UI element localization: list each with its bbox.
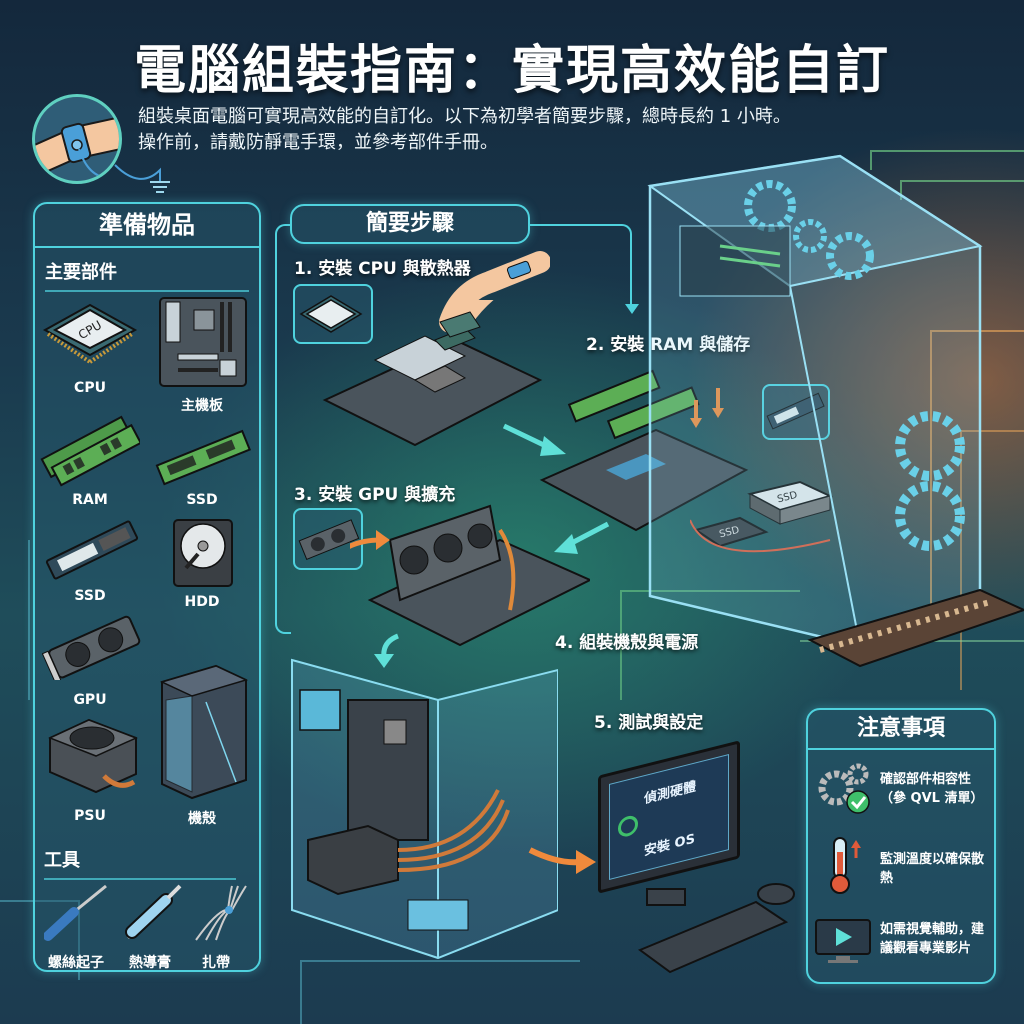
circuit-trace (620, 590, 800, 700)
notes-panel-title: 注意事項 (808, 710, 994, 750)
cable-ties-icon (195, 885, 247, 941)
ssd-drives-illustration: SSD SSD (690, 480, 833, 553)
component-label-cpu: CPU (74, 380, 106, 396)
component-label-motherboard: 主機板 (181, 398, 223, 414)
arrow-right-down-icon (502, 423, 566, 456)
arrow-left-down-icon (554, 521, 610, 554)
step-3-label: 3. 安裝 GPU 與擴充 (294, 485, 456, 505)
connector-line (275, 224, 291, 634)
component-label-ssd: SSD (186, 492, 218, 508)
motherboard-icon (159, 297, 247, 387)
intro-text: 組裝桌面電腦可實現高效能的自訂化。以下為初學者簡要步驟，總時長約 1 小時。 操… (138, 104, 938, 156)
chip-illustration (807, 588, 1024, 668)
component-label-gpu: GPU (73, 692, 107, 708)
components-heading: 主要部件 (45, 258, 249, 292)
tool-label-thermal-paste: 熱導膏 (129, 955, 171, 971)
circuit-trace (900, 180, 1024, 200)
svg-text:SSD: SSD (718, 525, 741, 541)
component-label-psu: PSU (74, 808, 106, 824)
screwdriver-icon (44, 884, 107, 941)
circuit-trace (0, 540, 30, 700)
step-3-gpu-inset (293, 508, 363, 570)
note-item-temperature: 監測溫度以確保散熱 (880, 852, 985, 886)
monitor-stand (646, 888, 686, 906)
arrow-down-icon (625, 304, 639, 314)
ram-icon (40, 415, 140, 487)
intro-line-1: 組裝桌面電腦可實現高效能的自訂化。以下為初學者簡要步驟，總時長約 1 小時。 (138, 106, 791, 127)
step-4-case-illustration (291, 658, 558, 960)
step-1-cpu-inset (293, 284, 373, 344)
tools-heading: 工具 (44, 846, 236, 880)
prep-panel-title: 準備物品 (35, 204, 259, 248)
monitor-text: 安裝 OS (644, 831, 695, 860)
thermometer-icon (830, 837, 861, 894)
hand-placing-cpu-illustration (439, 251, 550, 338)
page-title: 電腦組裝指南：實現高效能自訂 (133, 41, 890, 101)
tool-label-screwdriver: 螺絲起子 (48, 955, 104, 971)
component-label-case: 機殼 (188, 811, 216, 827)
circuit-trace (960, 430, 1024, 690)
monitor-heading: 偵測硬體 (644, 779, 697, 808)
circuit-trace (300, 960, 580, 1024)
m2-ssd-icon (766, 392, 825, 430)
keyboard-mouse-illustration (637, 883, 795, 974)
steps-panel-title-box: 簡要步驟 (290, 204, 530, 244)
thermal-paste-syringe-icon (125, 884, 182, 940)
step-2-label: 2. 安裝 RAM 與儲存 (586, 335, 750, 355)
note-item-video: 如需視覺輔助，建議觀看專業影片 (880, 922, 985, 956)
steps-panel-title: 簡要步驟 (365, 211, 454, 236)
circuit-trace (0, 900, 80, 980)
cpu-icon (299, 295, 363, 333)
gpu-icon (42, 615, 141, 680)
psu-icon (48, 718, 138, 794)
m2-ssd-icon (45, 520, 139, 580)
monitor-screen: 偵測硬體 安裝 OS (609, 754, 729, 880)
ram-stick-ssd-icon (155, 429, 252, 486)
component-label-m2-ssd: SSD (74, 588, 106, 604)
tool-label-cable-ties: 扎帶 (202, 955, 230, 971)
hdd-icon (173, 519, 233, 587)
gpu-icon (298, 519, 360, 561)
step-4-label: 4. 組裝機殼與電源 (555, 633, 699, 653)
step-1-label: 1. 安裝 CPU 與散熱器 (294, 259, 471, 279)
monitor-frame: 偵測硬體 安裝 OS (598, 740, 740, 894)
large-case-illustration (647, 154, 983, 648)
step-3-gpu-illustration (350, 504, 590, 647)
arrow-right-icon (528, 847, 596, 874)
step-2-motherboard-illustration (539, 369, 749, 532)
arrow-down-curve-icon (374, 633, 399, 668)
cpu-icon: CPU (42, 303, 138, 364)
ground-symbol-icon (114, 164, 170, 193)
component-label-hdd: HDD (184, 594, 220, 610)
video-play-icon (815, 919, 871, 963)
anti-static-wrist-strap-icon (32, 94, 122, 184)
svg-text:SSD: SSD (776, 490, 799, 506)
gear-icon (618, 813, 638, 839)
note-item-compatibility: 確認部件相容性（參 QVL 清單） (880, 772, 984, 806)
monitor-illustration: 偵測硬體 安裝 OS (598, 738, 740, 922)
connector-line (530, 224, 632, 308)
step-5-label: 5. 測試與設定 (594, 713, 704, 733)
intro-line-2: 操作前，請戴防靜電手環，並參考部件手冊。 (138, 132, 498, 153)
component-label-ram: RAM (72, 492, 108, 508)
case-icon (159, 664, 249, 800)
gears-check-icon (818, 763, 870, 814)
circuit-trace (870, 150, 1024, 170)
circuit-trace (930, 330, 1024, 630)
